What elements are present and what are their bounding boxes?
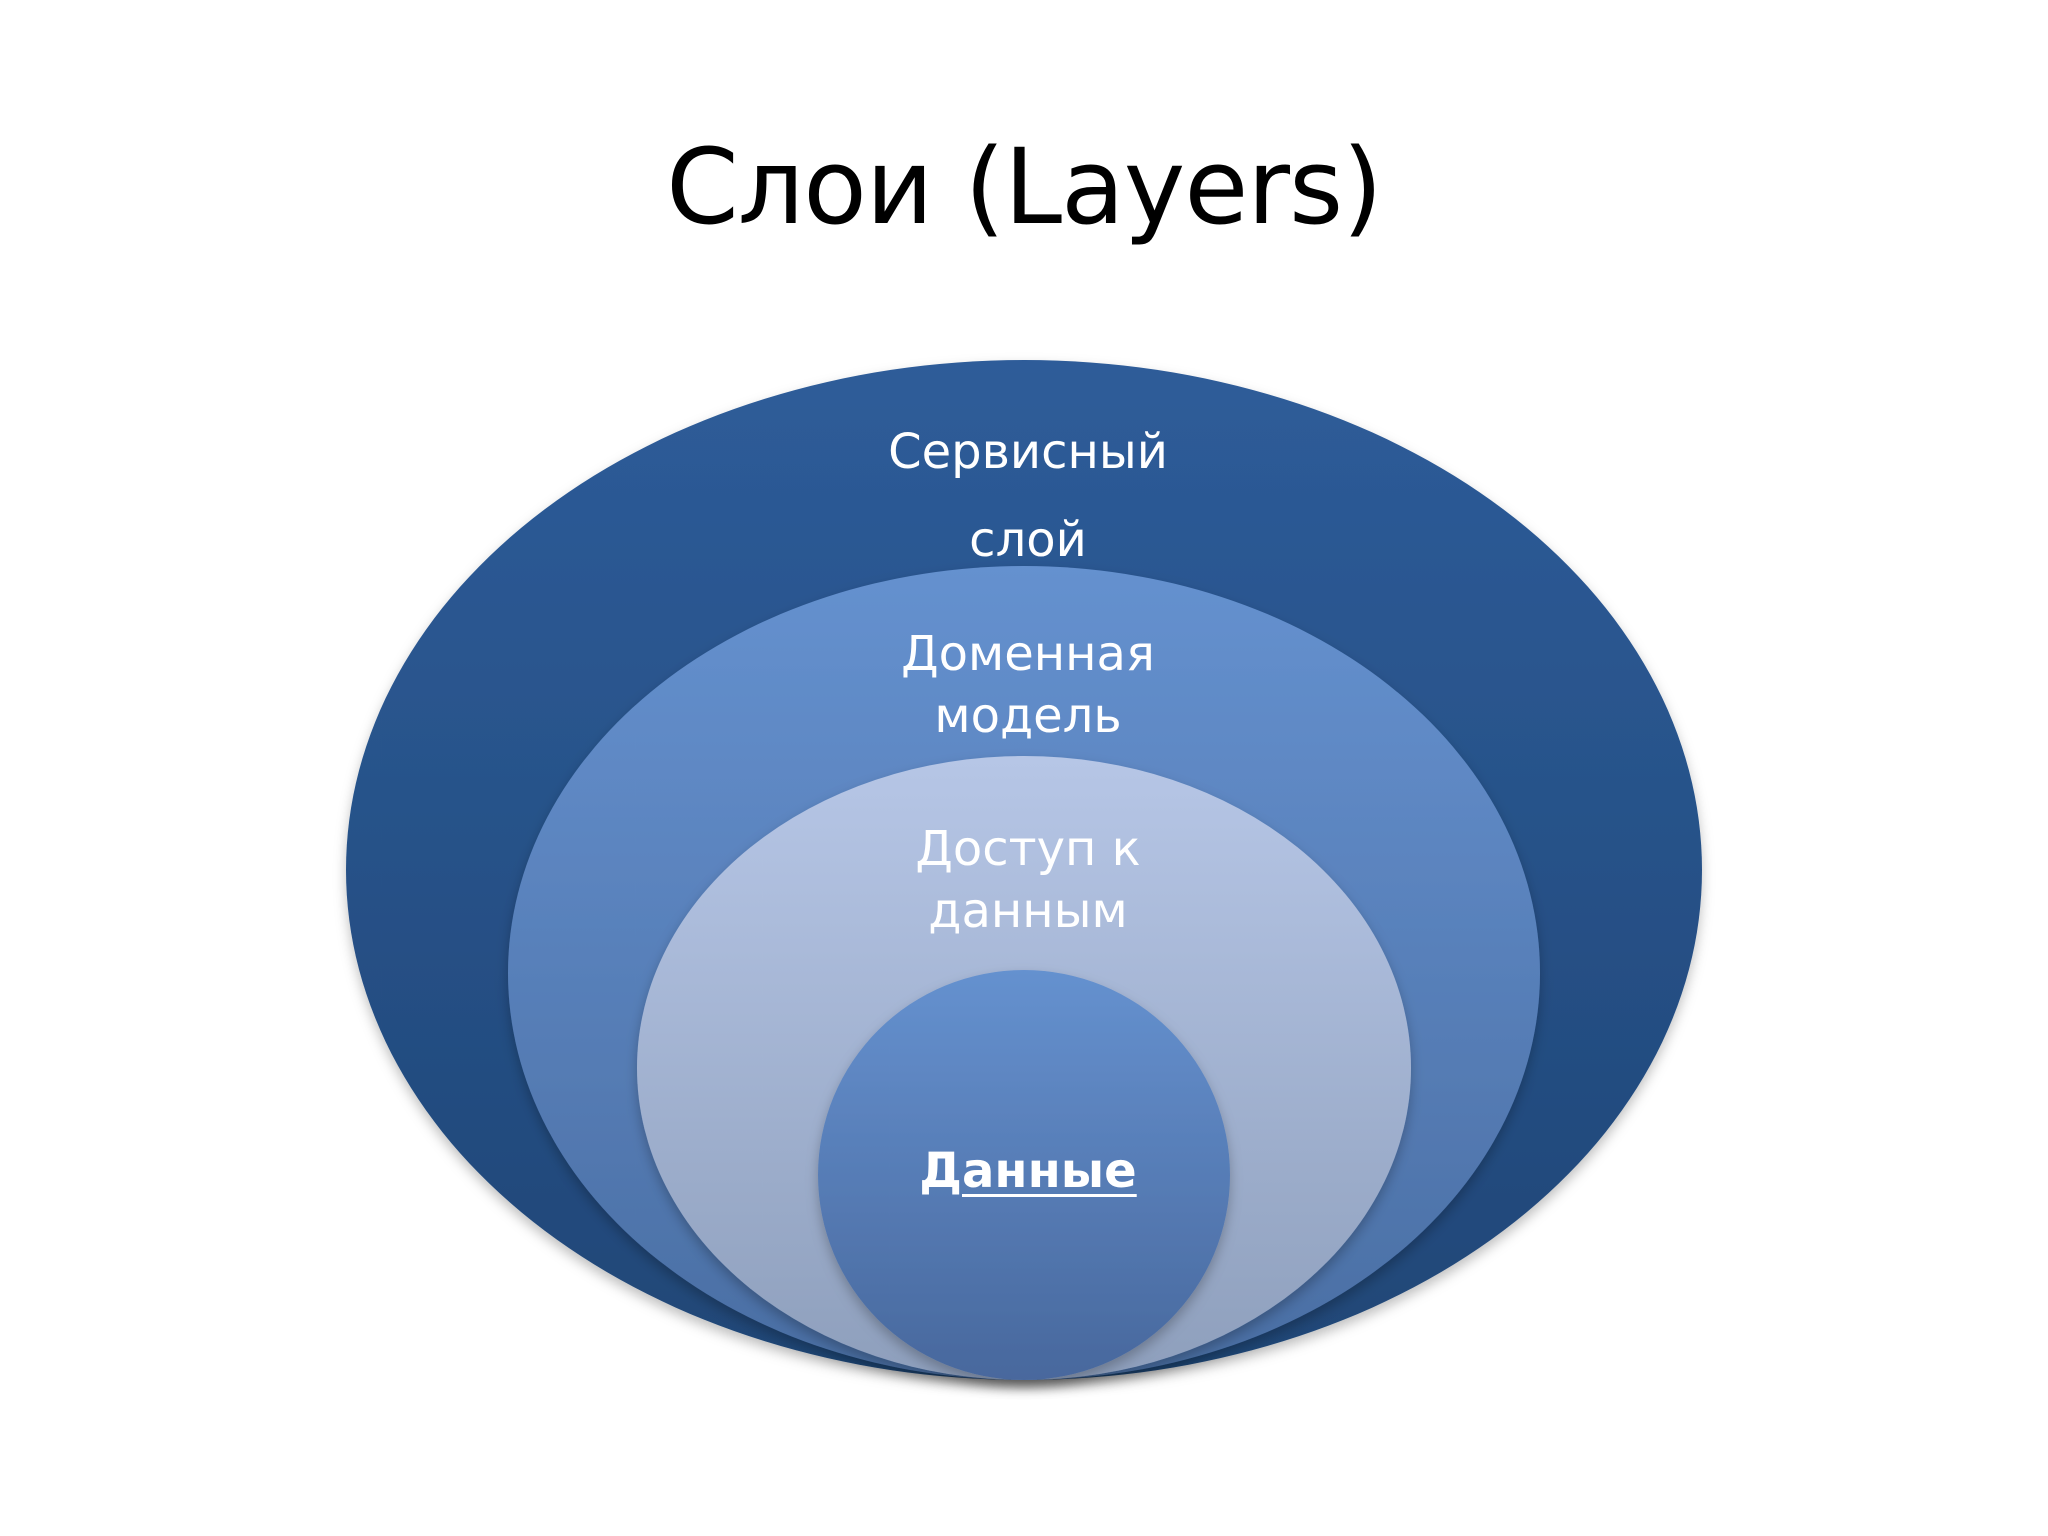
- layer-label-domain-line2: модель: [934, 688, 1122, 745]
- layer-circle-data: [818, 970, 1230, 1380]
- layer-label-domain: Доменная модель: [728, 623, 1328, 748]
- layer-label-data-access: Доступ к данным: [728, 818, 1328, 943]
- layer-label-service: Сервисный слой: [728, 408, 1328, 584]
- layer-label-data-access-line1: Доступ к: [915, 821, 1141, 877]
- layer-label-service-line2: слой: [969, 512, 1087, 568]
- layer-label-data-access-line2: данным: [928, 883, 1128, 940]
- slide-title: Слои (Layers): [666, 126, 1383, 248]
- layer-label-service-line1: Сервисный: [888, 424, 1168, 480]
- layer-label-domain-line1: Доменная: [901, 626, 1155, 682]
- layer-label-data: Данные: [919, 1143, 1137, 1199]
